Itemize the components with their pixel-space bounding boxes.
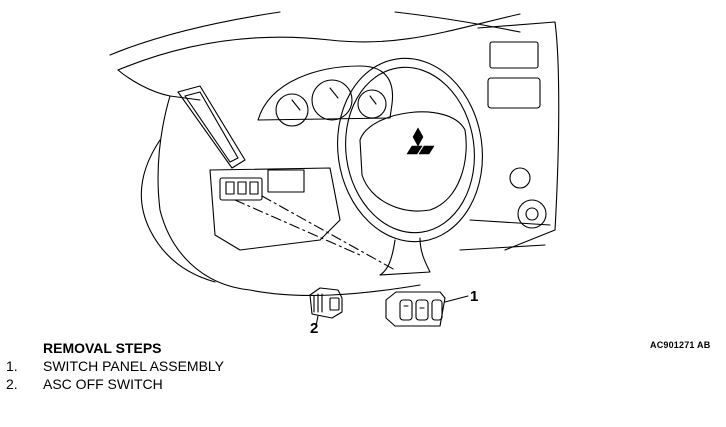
left-lower-panel: [209, 167, 341, 251]
step-item-2: 2. ASC OFF SWITCH: [6, 376, 163, 392]
cluster-hood: [257, 65, 394, 121]
steering-column: [379, 237, 431, 276]
center-knob-top: [509, 167, 531, 189]
gauge-right: [357, 89, 387, 119]
leader-line-2: [234, 199, 361, 256]
left-vent-outer: [177, 85, 246, 169]
leader-line-1: [261, 195, 396, 271]
step-number: 1.: [6, 358, 18, 374]
mitsubishi-logo: [406, 127, 435, 155]
gauge-left: [275, 93, 309, 127]
center-vent: [487, 77, 541, 109]
dash-upper-line: [117, 13, 521, 71]
center-stack-outline: [477, 21, 560, 251]
step-text: ASC OFF SWITCH: [43, 376, 163, 392]
left-door-edge: [140, 139, 216, 283]
dashboard-illustration: [109, 11, 560, 327]
removal-steps-title: REMOVAL STEPS: [43, 340, 162, 356]
callout-leader-1: [444, 295, 469, 303]
left-dash-body: [157, 95, 251, 291]
dash-switch-slot: [219, 177, 263, 201]
step-number: 2.: [6, 376, 18, 392]
dash-knee-line: [249, 284, 421, 296]
center-knob-bottom: [517, 199, 547, 229]
dash-top-line: [109, 11, 281, 56]
left-vent-inner: [184, 91, 239, 163]
step-item-1: 1. SWITCH PANEL ASSEMBLY: [6, 358, 224, 374]
dash-lower-box: [267, 169, 305, 193]
windshield-line: [394, 11, 521, 33]
steering-wheel-rim-inner: [345, 66, 475, 234]
center-display: [489, 41, 539, 69]
asc-off-switch: [309, 287, 343, 319]
callout-leader-2: [315, 315, 319, 327]
steering-hub: [359, 111, 467, 212]
callout-number-2: 2: [310, 320, 319, 337]
step-text: SWITCH PANEL ASSEMBLY: [43, 358, 225, 374]
figure-reference-code: AC901271 AB: [650, 340, 711, 350]
callout-number-1: 1: [470, 288, 479, 305]
steering-wheel-rim: [337, 57, 483, 243]
gauge-center: [311, 79, 353, 121]
